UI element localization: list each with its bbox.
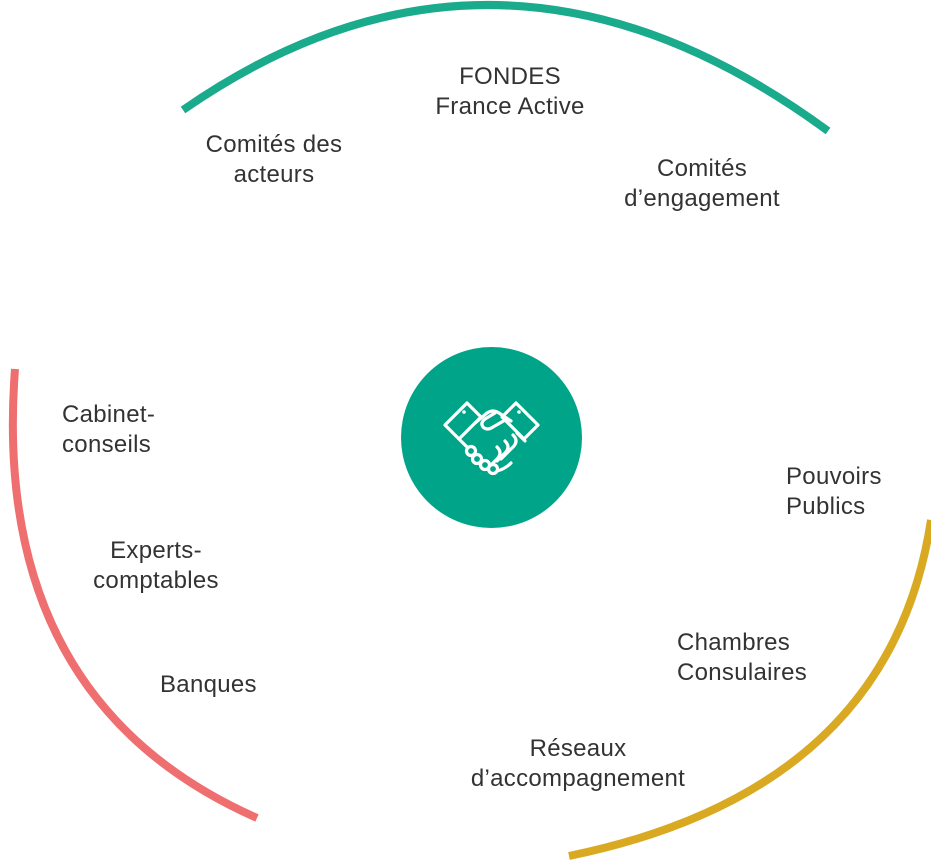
- label-line: Réseaux: [529, 735, 627, 762]
- label-line: comptables: [93, 567, 219, 594]
- label-comites-des-acteurs: Comités des acteurs: [184, 130, 364, 190]
- label-pouvoirs-publics: Pouvoirs Publics: [786, 462, 882, 522]
- coral-arc: [8, 368, 259, 822]
- label-line: Consulaires: [677, 659, 808, 686]
- label-reseaux-accompagnement: Réseaux d’accompagnement: [430, 734, 726, 794]
- label-fondes-france-active: FONDES France Active: [412, 62, 608, 122]
- label-line: d’accompagnement: [470, 765, 686, 792]
- center-hub: [401, 347, 582, 528]
- label-line: Banques: [160, 671, 257, 698]
- label-line: FONDES: [459, 63, 561, 90]
- label-line: acteurs: [233, 161, 315, 188]
- label-line: Publics: [786, 493, 866, 520]
- label-line: Experts-: [110, 537, 202, 564]
- label-line: Comités des: [205, 131, 343, 158]
- label-line: d’engagement: [624, 185, 780, 212]
- label-line: conseils: [62, 431, 152, 458]
- label-chambres-consulaires: Chambres Consulaires: [677, 628, 807, 688]
- label-line: France Active: [435, 93, 585, 120]
- label-line: Chambres: [677, 629, 791, 656]
- gold-arc: [568, 519, 931, 860]
- label-line: Cabinet-: [62, 401, 156, 428]
- label-banques: Banques: [160, 670, 257, 700]
- label-comites-engagement: Comités d’engagement: [604, 154, 800, 214]
- label-line: Comités: [656, 155, 748, 182]
- label-cabinet-conseils: Cabinet- conseils: [62, 400, 155, 460]
- handshake-icon: [443, 401, 540, 476]
- label-line: Pouvoirs: [786, 463, 882, 490]
- label-experts-comptables: Experts- comptables: [66, 536, 246, 596]
- teal-arc: [180, 1, 831, 135]
